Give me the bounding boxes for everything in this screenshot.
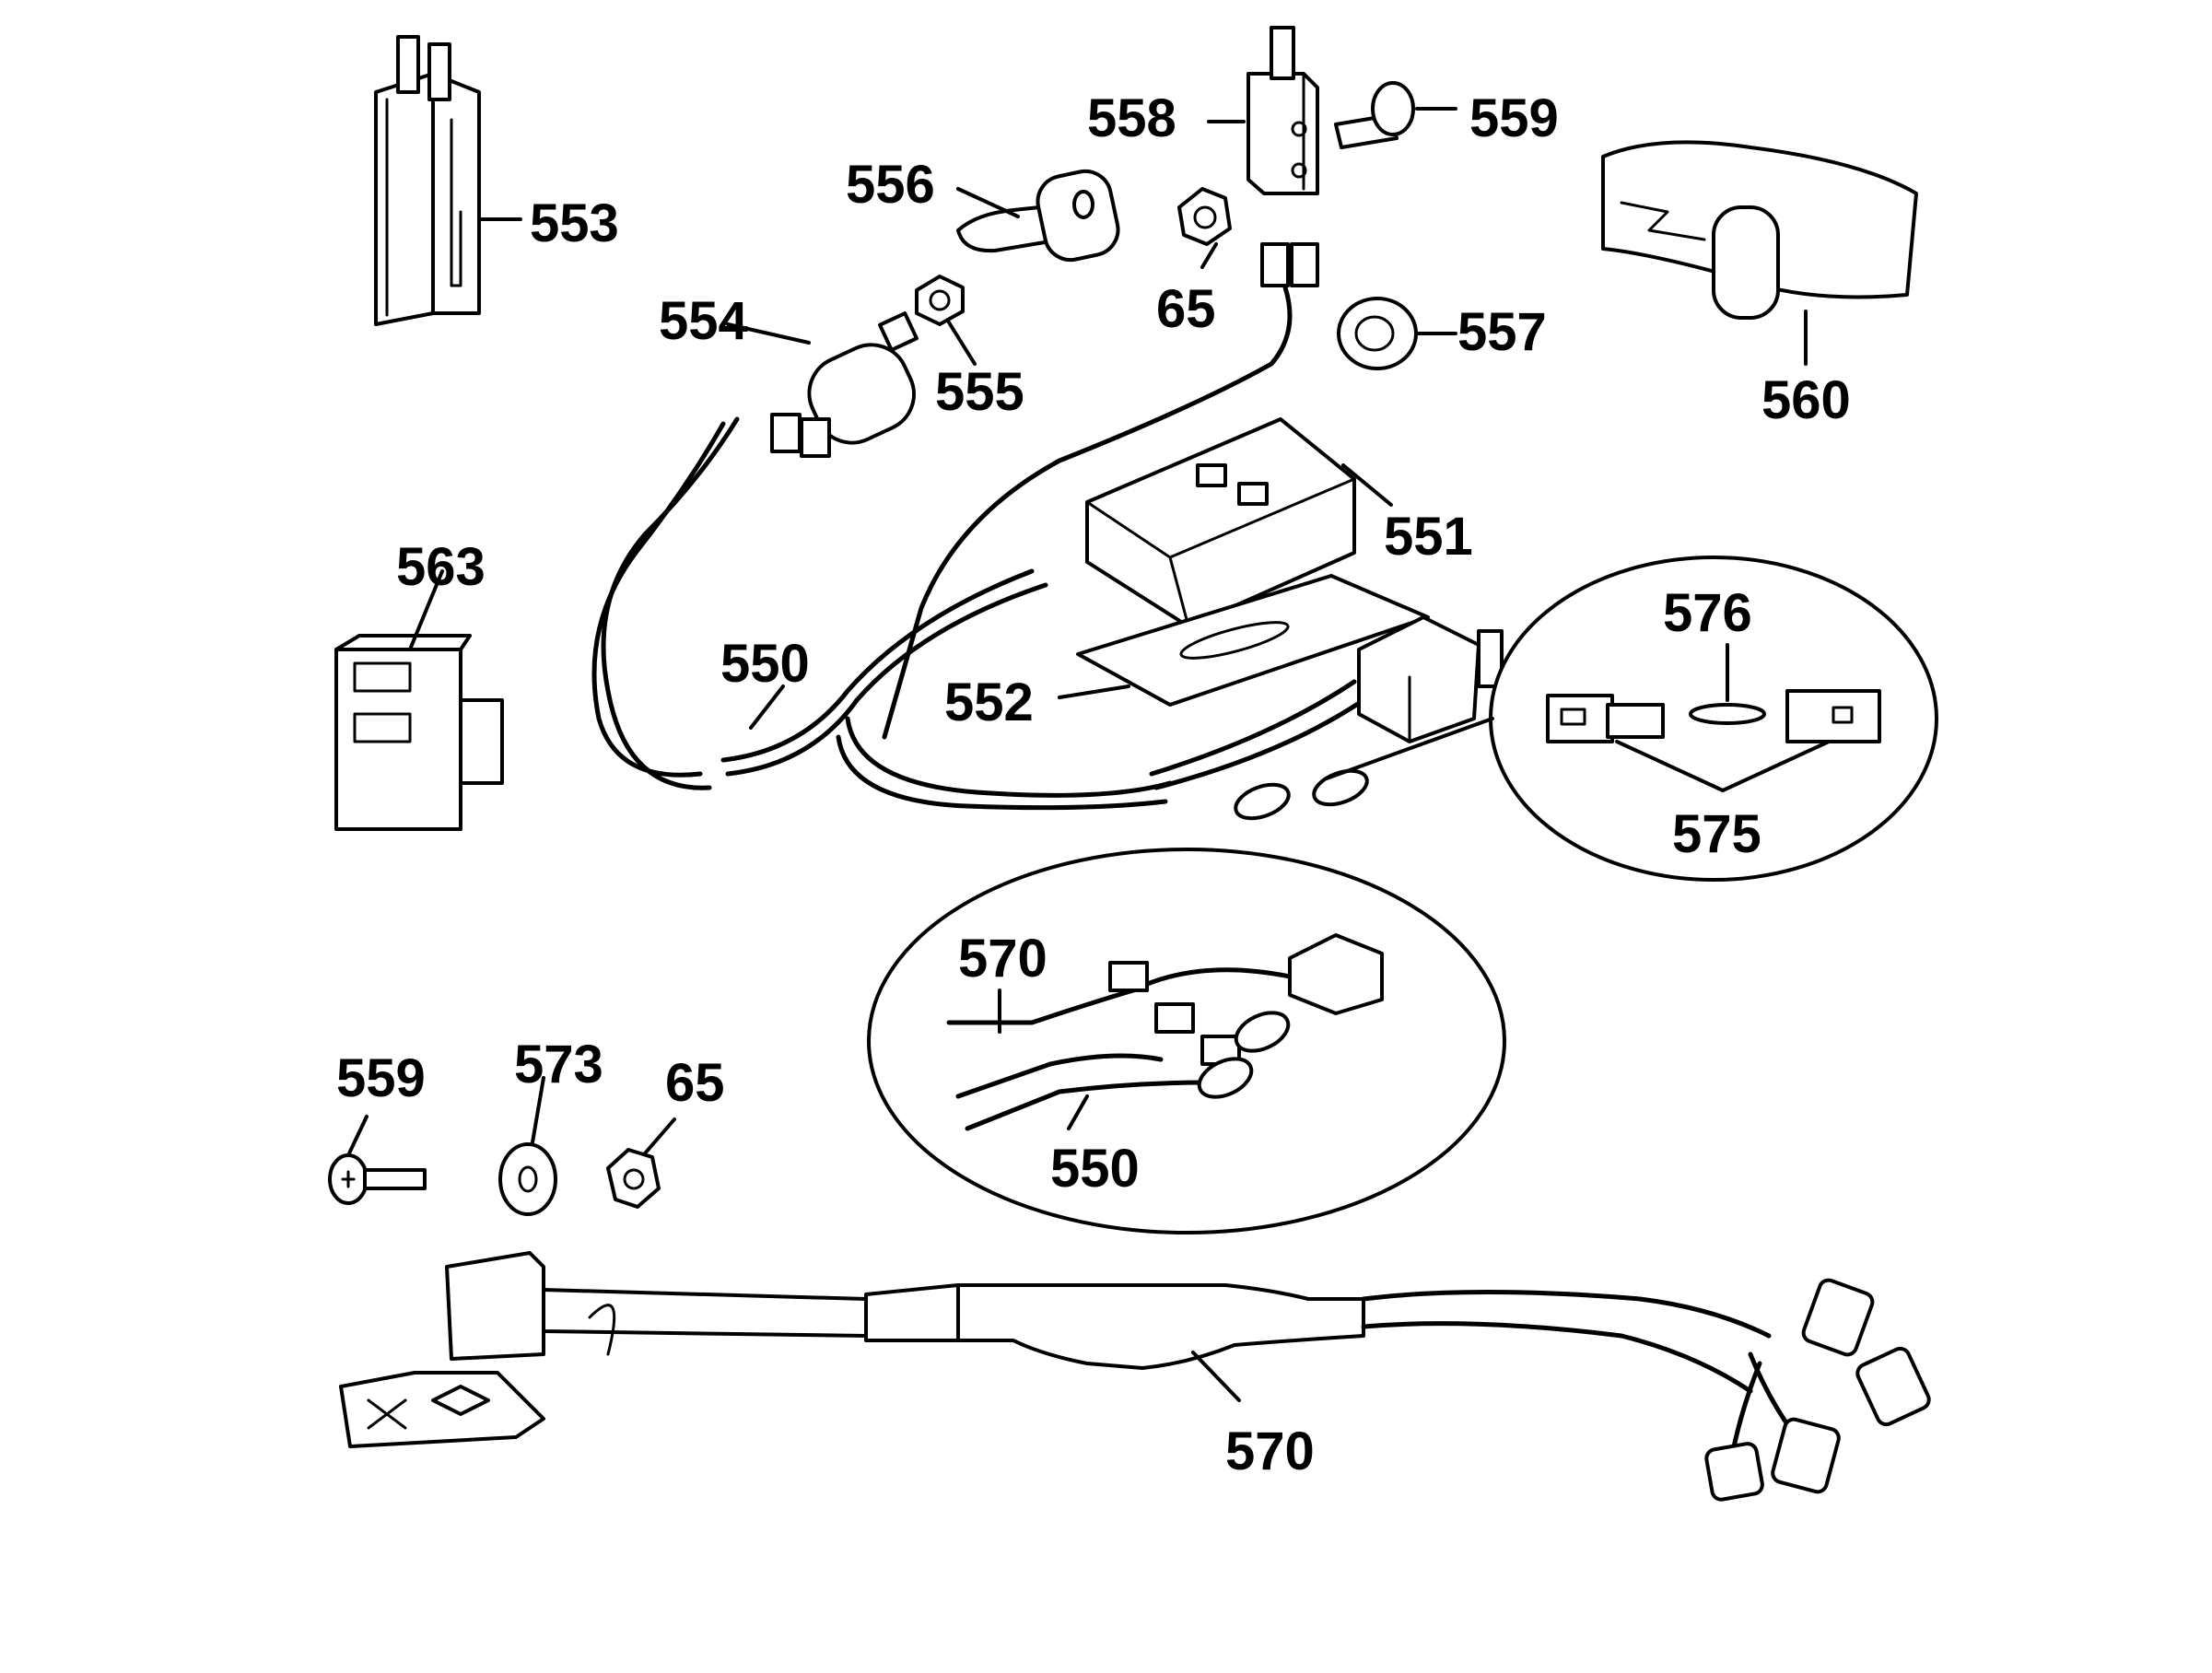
part-559-screw-top (1334, 81, 1457, 149)
label-65-bottom: 65 (665, 1053, 725, 1113)
part-563-relay (334, 569, 504, 831)
label-559-bottom: 559 (336, 1048, 426, 1108)
label-555: 555 (935, 362, 1024, 422)
part-65-nut-top (1177, 187, 1232, 269)
label-576: 576 (1663, 583, 1752, 643)
part-65-nut-bottom (606, 1117, 676, 1209)
inset-575-576 (1325, 556, 1938, 882)
label-560: 560 (1761, 370, 1851, 430)
part-551-module (1085, 417, 1393, 628)
part-558-switch (1207, 26, 1319, 195)
inset-570-550 (867, 848, 1506, 1234)
part-555-nut (915, 275, 977, 366)
part-550-harness (591, 416, 1369, 821)
part-557-grommet (1337, 297, 1457, 370)
part-559-screw-bottom (328, 1115, 427, 1205)
part-573-washer (498, 1076, 557, 1216)
part-552-pad (1058, 574, 1430, 707)
part-554-ignition-switch (726, 311, 919, 458)
label-563: 563 (396, 537, 486, 597)
label-559-top: 559 (1469, 88, 1559, 148)
connector-wire-top (882, 242, 1319, 740)
label-550-main: 550 (720, 634, 810, 694)
label-551: 551 (1384, 507, 1473, 567)
label-558: 558 (1087, 88, 1176, 148)
label-556: 556 (846, 155, 935, 215)
label-570-bottom: 570 (1225, 1421, 1315, 1481)
label-575: 575 (1672, 804, 1761, 864)
label-554: 554 (659, 291, 748, 351)
part-570-harness (339, 1251, 1931, 1502)
label-557: 557 (1457, 302, 1547, 362)
label-553: 553 (530, 193, 619, 253)
label-573: 573 (514, 1035, 603, 1094)
label-552: 552 (944, 673, 1034, 732)
part-556-key (956, 169, 1120, 263)
part-560-strap (1601, 140, 1918, 366)
label-65-top: 65 (1156, 279, 1216, 339)
label-570-inset: 570 (958, 929, 1047, 989)
part-553-bracket (374, 35, 522, 326)
label-550-inset: 550 (1050, 1139, 1140, 1199)
